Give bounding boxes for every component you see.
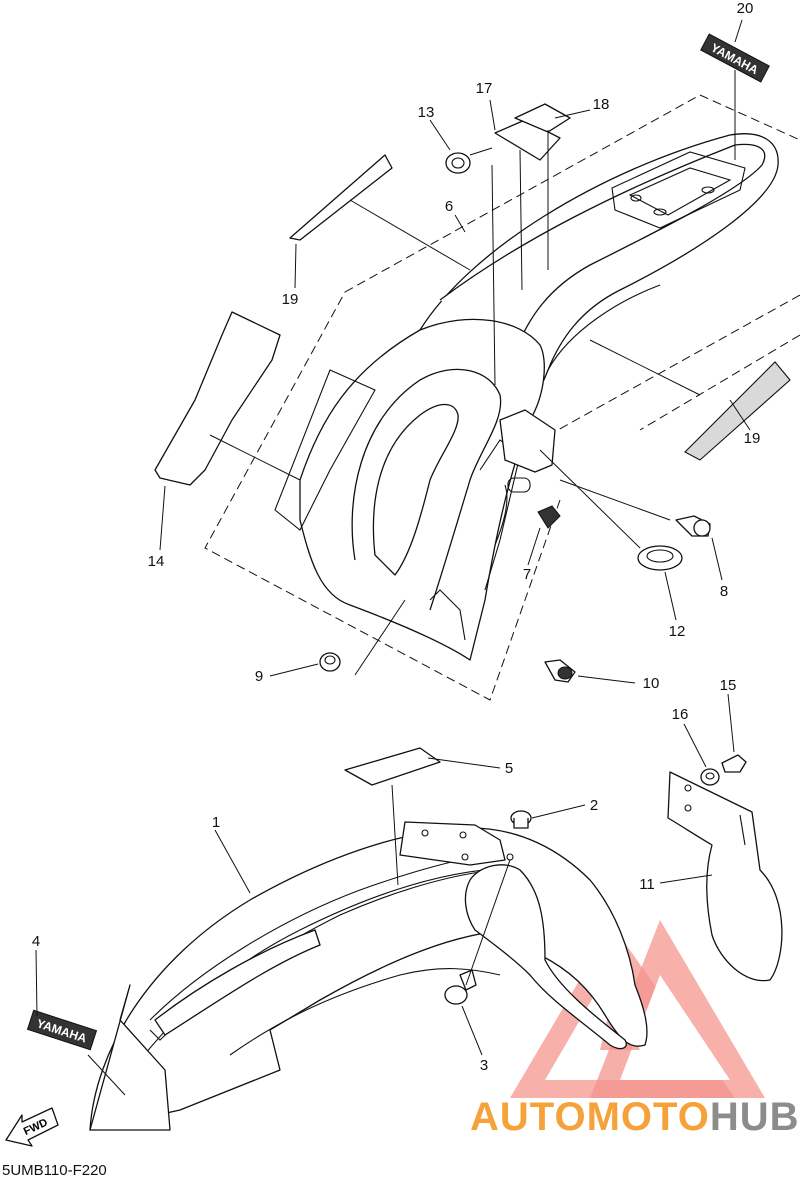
callout-6: 6 — [445, 198, 453, 215]
bolt-3 — [444, 969, 477, 1005]
fwd-arrow: FWD — [5, 1107, 59, 1147]
bolt-10 — [544, 659, 576, 683]
emblem-4: YAMAHA — [26, 1009, 98, 1051]
bracket-nut — [537, 505, 561, 529]
callout-2: 2 — [590, 797, 598, 814]
screw-2 — [510, 810, 532, 829]
assembly-boundary — [204, 94, 800, 701]
bracket-slot — [507, 477, 531, 493]
side-plate — [667, 771, 783, 982]
grommet-12 — [637, 545, 683, 571]
grommet-13 — [445, 152, 471, 174]
callout-20: 20 — [737, 0, 754, 17]
leader-lines-bottom — [35, 693, 735, 1096]
mount-bracket — [499, 409, 556, 473]
callout-9: 9 — [255, 668, 263, 685]
pad-5 — [344, 747, 441, 786]
pad-18 — [514, 103, 571, 133]
callout-11: 11 — [639, 876, 655, 893]
diagram-code: 5UMB110-F220 — [2, 1162, 107, 1178]
leader-lines-top — [159, 19, 751, 684]
watermark-hub: HUB — [710, 1095, 800, 1139]
bolt-8 — [675, 515, 711, 537]
collar-9 — [319, 652, 341, 672]
callout-16: 16 — [672, 706, 689, 723]
inner-fender — [274, 318, 545, 661]
callout-19a: 19 — [282, 291, 299, 308]
callout-12: 12 — [669, 623, 686, 640]
callout-15: 15 — [720, 677, 737, 694]
callout-17: 17 — [476, 80, 493, 97]
side-cover — [154, 311, 281, 486]
callout-5: 5 — [505, 760, 513, 777]
watermark-moto: MOTO — [587, 1095, 710, 1139]
front-fender-brace — [399, 821, 627, 1050]
watermark-auto: AUTO — [470, 1095, 587, 1139]
callout-10: 10 — [643, 675, 660, 692]
screw-15 — [721, 754, 747, 773]
svg-text:AUTOMOTOHUB: AUTOMOTOHUB — [470, 1095, 800, 1139]
callout-13: 13 — [418, 104, 435, 121]
callout-1: 1 — [212, 814, 220, 831]
decal-left — [289, 154, 393, 241]
callout-14: 14 — [148, 553, 165, 570]
callout-18: 18 — [593, 96, 610, 113]
callout-7: 7 — [523, 566, 531, 583]
callout-4: 4 — [32, 933, 40, 950]
watermark-text: AUTOMOTOHUB — [470, 1095, 800, 1139]
washer-16 — [700, 768, 720, 786]
callout-8: 8 — [720, 583, 728, 600]
callout-19b: 19 — [744, 430, 761, 447]
callout-3: 3 — [480, 1057, 488, 1074]
